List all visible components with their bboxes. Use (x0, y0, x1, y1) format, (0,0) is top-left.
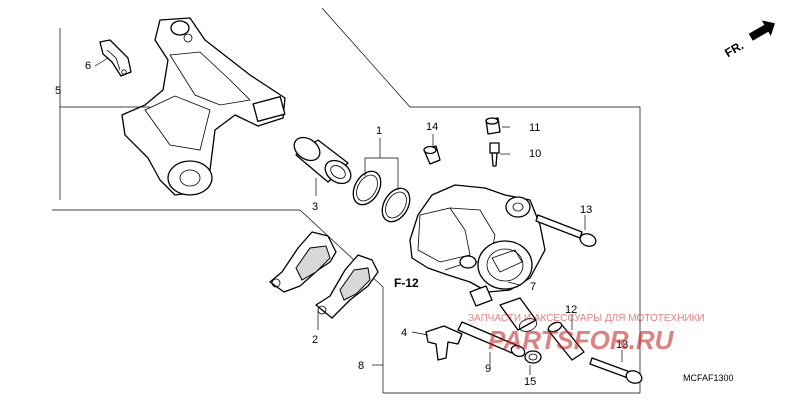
caliper-pin-part (457, 321, 526, 358)
callout-3: 3 (312, 201, 318, 213)
callout-9: 9 (485, 363, 491, 375)
brake-pads-part (269, 231, 379, 319)
sleeve-part (547, 321, 585, 361)
callout-8: 8 (358, 360, 364, 372)
callout-15: 15 (524, 376, 536, 388)
pad-clip-part (99, 39, 132, 77)
callout-11: 11 (529, 122, 540, 134)
callout-5: 5 (55, 85, 61, 97)
watermark-logo: PARTSFOR.RU (488, 325, 675, 355)
callouts: 1 2 3 4 5 6 7 8 9 10 11 12 13 13 14 15 (55, 60, 628, 388)
pin-bolt-lower-part (589, 357, 643, 384)
pin-boot-part (469, 285, 538, 332)
callout-10: 10 (529, 148, 541, 160)
caliper-body-part (409, 184, 546, 293)
callout-7: 7 (530, 281, 536, 293)
drawing-code: MCFAF1300 (683, 373, 734, 383)
callout-14: 14 (426, 121, 438, 133)
front-arrow-icon (748, 20, 775, 41)
bleeder-screw-part (489, 142, 500, 167)
pad-spring-part (425, 325, 463, 361)
callout-1: 1 (376, 125, 382, 137)
watermark-text: ЗАПЧАСТИ И АКСЕССУАРЫ ДЛЯ МОТОТЕХНИКИ (468, 313, 705, 324)
frame-lines (52, 7, 641, 394)
bleeder-cap-part (423, 145, 441, 165)
front-direction-label: FR. (722, 38, 746, 60)
callout-6: 6 (85, 60, 91, 72)
callout-13-upper: 13 (580, 204, 592, 216)
pin-bolt-upper-part (535, 214, 597, 247)
bleeder-screw-cap-part (485, 117, 501, 135)
callout-4: 4 (401, 327, 407, 339)
callout-12: 12 (565, 304, 577, 316)
callout-2: 2 (312, 334, 318, 346)
reference-label: F-12 (394, 276, 419, 290)
caliper-bracket-part (121, 17, 286, 196)
piston-part (293, 136, 352, 185)
front-direction-indicator: FR. (722, 20, 775, 60)
piston-seals-part (352, 170, 411, 223)
plug-part (524, 350, 542, 364)
leader-lines (59, 28, 623, 375)
callout-13-lower: 13 (616, 339, 628, 351)
